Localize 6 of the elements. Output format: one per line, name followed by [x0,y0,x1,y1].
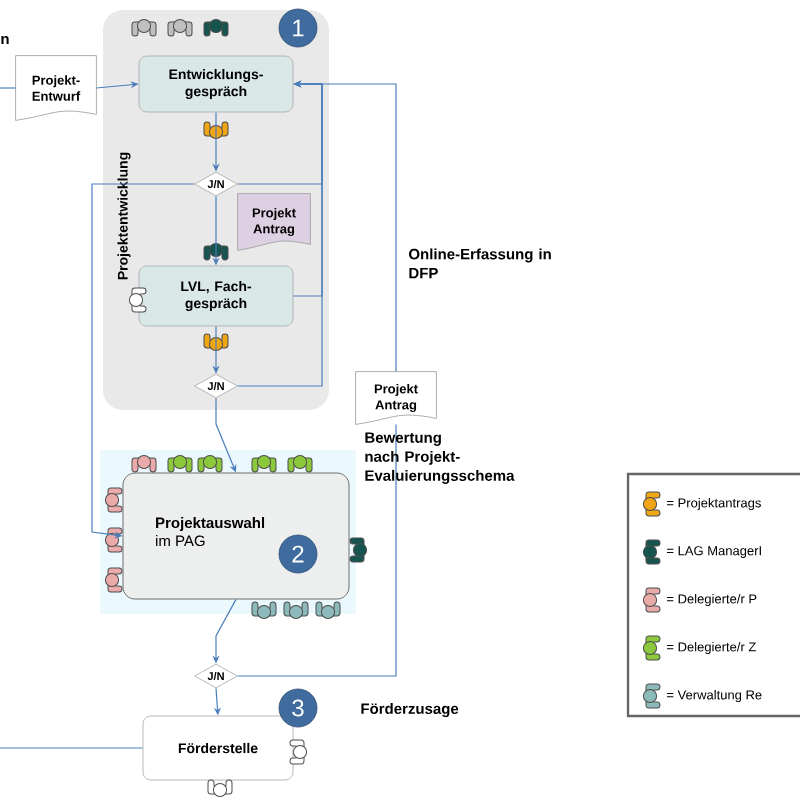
connector [0,87,17,89]
connector [0,747,144,749]
step-number-badge: 2 [278,534,318,574]
step-number-badge: 3 [278,688,318,728]
step-number-badge: 1 [278,8,318,48]
connector [237,423,397,677]
